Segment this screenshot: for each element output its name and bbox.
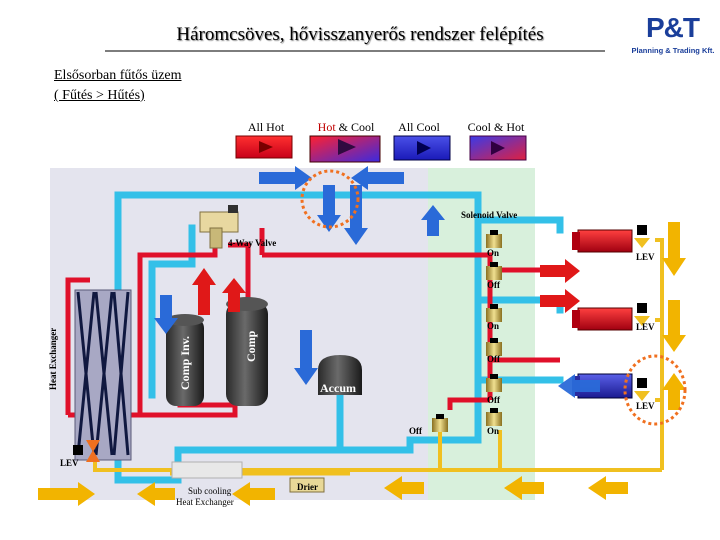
- sub-cooling-heat-exchanger: [171, 461, 243, 479]
- lev-left-valve: [73, 440, 100, 462]
- subtitle-mode: Elsősorban fűtős üzem: [54, 68, 182, 83]
- label-lev-left: LEV: [60, 458, 79, 468]
- label-sub-cooling: Sub cooling: [188, 486, 232, 496]
- label-solenoid-valve: Solenoid Valve: [461, 210, 518, 220]
- solenoid-valve-u3-bottom[interactable]: [486, 408, 502, 426]
- subtitle-condition: ( Fűtés > Hűtés): [54, 88, 145, 103]
- indoor-unit-2: [572, 303, 650, 331]
- logo-text: Planning & Trading Kft.: [631, 46, 715, 55]
- mode-label-all-cool: All Cool: [398, 120, 440, 134]
- highlight-circle-indoor-unit: [623, 354, 687, 426]
- four-way-valve: [199, 205, 239, 249]
- flow-arrows-blue: [154, 166, 600, 398]
- label-lev-unit3: LEV: [636, 401, 655, 411]
- mode-swatch-cool-hot[interactable]: [469, 135, 527, 161]
- label-drier: Drier: [297, 482, 318, 492]
- title-underline: [105, 50, 605, 52]
- label-comp-inv: Comp Inv.: [178, 335, 192, 390]
- heat-exchanger: [74, 289, 132, 461]
- flow-arrows-yellow: [38, 222, 686, 506]
- label-heat-exchanger: Heat Exchanger: [48, 327, 58, 390]
- highlight-circle-pipe: [300, 169, 360, 229]
- mode-label-cool-hot: Cool & Hot: [467, 120, 525, 134]
- valve-state-u3-top: Off: [487, 395, 500, 405]
- mode-label-hot-cool: Hot & Cool: [301, 120, 391, 135]
- flow-arrows-red: [192, 259, 580, 315]
- accumulator: [318, 355, 362, 395]
- label-lev-unit2: LEV: [636, 322, 655, 332]
- solenoid-valve-u2-bottom[interactable]: [486, 338, 502, 356]
- solenoid-valve-u1-top[interactable]: [486, 230, 502, 248]
- label-comp: Comp: [244, 330, 258, 362]
- valve-state-u1-bottom: Off: [487, 280, 500, 290]
- mode-label-hot-part: Hot: [317, 120, 336, 134]
- solenoid-valve-bypass[interactable]: [432, 414, 448, 432]
- solenoid-valve-u2-top[interactable]: [486, 304, 502, 322]
- label-four-way-valve: 4-Way Valve: [228, 238, 277, 248]
- mode-label-all-hot: All Hot: [247, 120, 285, 134]
- solenoid-valve-u3-top[interactable]: [486, 374, 502, 392]
- label-lev-unit1: LEV: [636, 252, 655, 262]
- logo-mark: P&T: [646, 12, 700, 43]
- valve-state-u2-top: On: [487, 321, 500, 331]
- valve-state-u2-bottom: Off: [487, 354, 500, 364]
- mode-swatch-all-hot[interactable]: [235, 135, 293, 159]
- valve-state-u1-top: On: [487, 248, 500, 258]
- page-title: Háromcsöves, hővisszanyerős rendszer fel…: [176, 24, 544, 45]
- valve-state-u3-bottom: On: [487, 426, 500, 436]
- indoor-unit-1: [572, 225, 650, 253]
- mode-swatch-all-cool[interactable]: [393, 135, 451, 161]
- label-sub-cooling-hx: Heat Exchanger: [176, 497, 234, 507]
- label-accum: Accum: [320, 381, 356, 395]
- solenoid-valve-u1-bottom[interactable]: [486, 262, 502, 280]
- mode-label-cool-part: & Cool: [335, 120, 375, 134]
- mode-swatch-hot-cool[interactable]: [309, 135, 381, 163]
- compressor-inverter: [166, 314, 204, 406]
- company-logo: P&T Planning & Trading Kft.: [626, 12, 720, 62]
- drier: [289, 477, 325, 493]
- valve-state-bypass: Off: [409, 426, 422, 436]
